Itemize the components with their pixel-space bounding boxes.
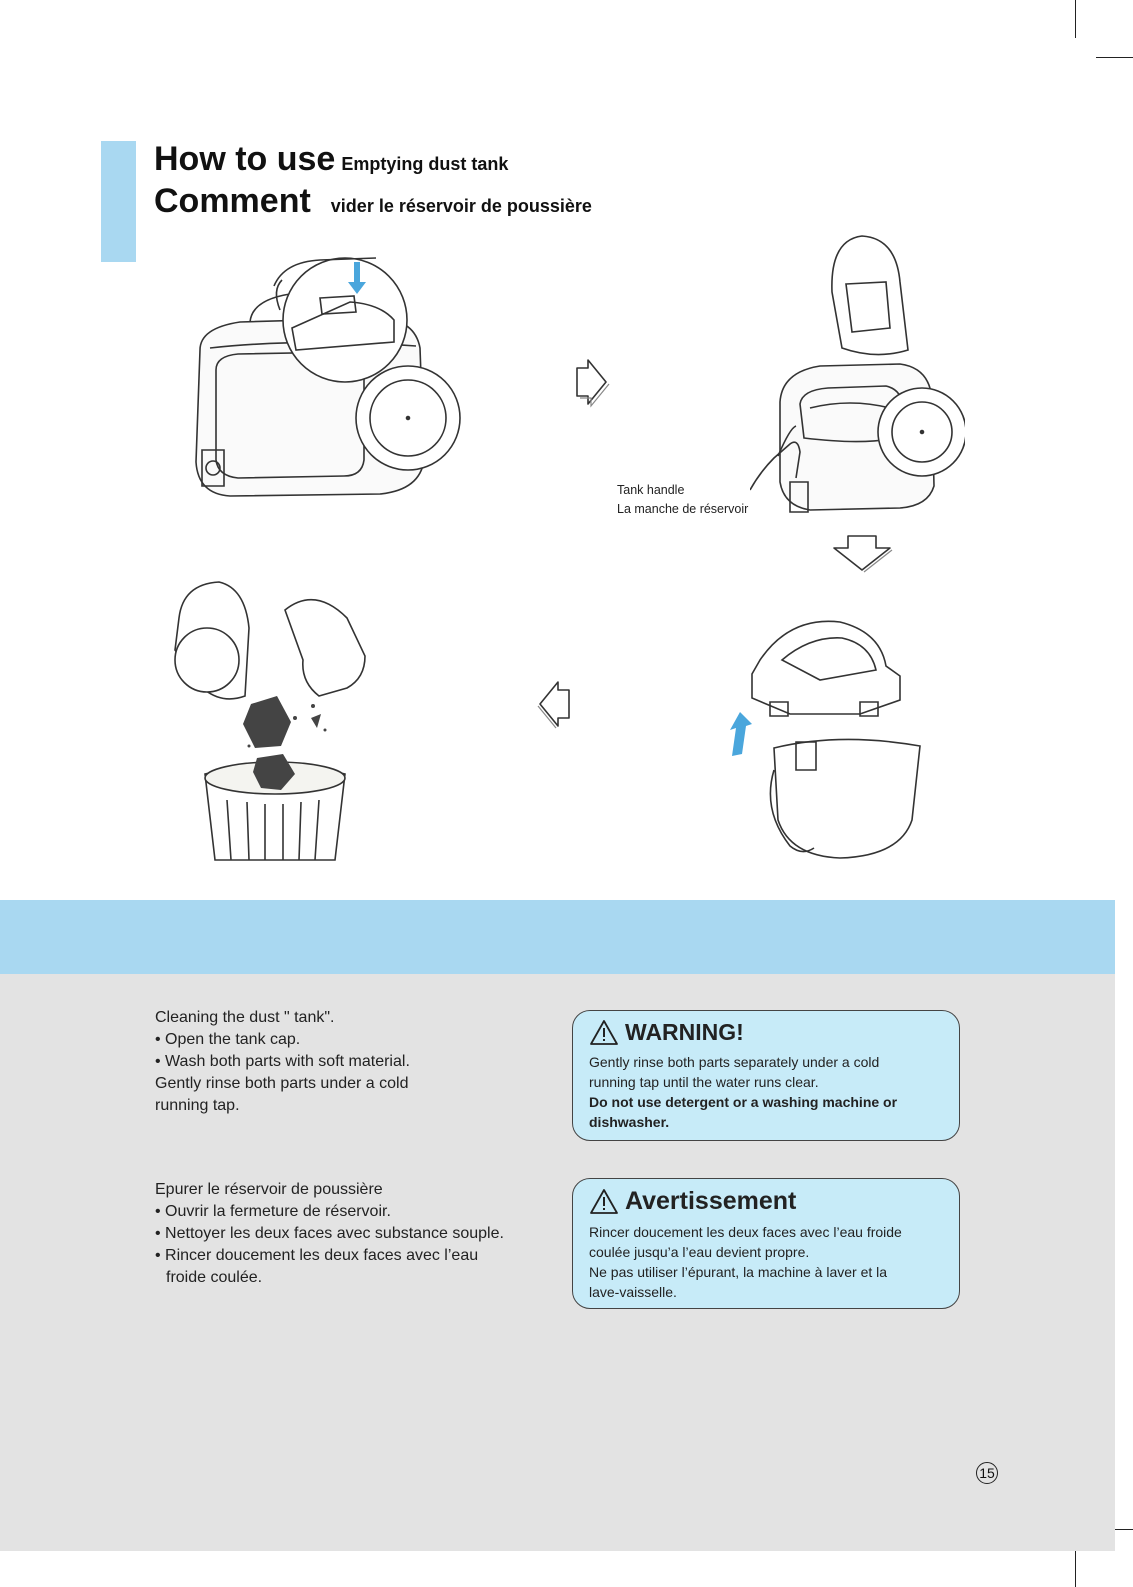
crop-mark	[1096, 57, 1133, 58]
crop-mark	[1102, 1529, 1133, 1530]
emptying-into-bin-illustration	[174, 581, 366, 861]
warning-box-en: WARNING! Gently rinse both parts separat…	[572, 1010, 960, 1141]
warning-line: Ne pas utiliser l’épurant, la machine à …	[589, 1264, 888, 1280]
warning-heading: WARNING!	[589, 1019, 947, 1046]
warning-body: Rincer doucement les deux faces avec l’e…	[589, 1222, 947, 1302]
instruction-line: • Nettoyer les deux faces avec substance…	[155, 1225, 504, 1242]
arrow-left-icon	[537, 681, 570, 729]
section-accent-bar	[101, 141, 136, 262]
section-divider-band	[0, 900, 1115, 974]
warning-triangle-icon	[590, 1020, 618, 1045]
page-title-fr: Comment vider le réservoir de poussière	[154, 182, 592, 221]
instruction-line: running tap.	[155, 1097, 240, 1114]
instruction-line: • Ouvrir la fermeture de réservoir.	[155, 1203, 391, 1220]
warning-title: Avertissement	[625, 1187, 797, 1215]
warning-line-bold: Do not use detergent or a washing machin…	[589, 1094, 898, 1110]
title-fr-sub: vider le réservoir de poussière	[330, 196, 592, 216]
warning-triangle-icon	[590, 1189, 618, 1214]
warning-heading: Avertissement	[589, 1187, 947, 1216]
crop-mark	[1075, 0, 1076, 38]
warning-body: Gently rinse both parts separately under…	[589, 1052, 947, 1132]
caption-en: Tank handle	[617, 483, 685, 497]
crop-mark	[1075, 1546, 1076, 1587]
warning-line: Gently rinse both parts separately under…	[589, 1054, 880, 1070]
vacuum-open-lid-illustration	[750, 235, 965, 513]
title-en-sub: Emptying dust tank	[341, 154, 509, 174]
warning-line: coulée jusqu’a l’eau devient propre.	[589, 1244, 810, 1260]
instruction-line: Epurer le réservoir de poussière	[155, 1181, 383, 1198]
warning-line: running tap until the water runs clear.	[589, 1074, 819, 1090]
warning-title: WARNING!	[625, 1019, 744, 1045]
instructions-en: Cleaning the dust " tank". • Open the ta…	[155, 1007, 410, 1117]
caption-fr: La manche de réservoir	[617, 502, 749, 516]
arrow-right-icon	[576, 359, 610, 408]
instruction-line: froide coulée.	[166, 1269, 263, 1286]
page-number: 15	[976, 1462, 998, 1484]
title-fr-main: Comment	[154, 182, 311, 220]
vacuum-press-button-illustration	[195, 257, 461, 497]
instruction-line: • Open the tank cap.	[155, 1031, 301, 1048]
warning-box-fr: Avertissement Rincer doucement les deux …	[572, 1178, 960, 1309]
warning-line-bold: dishwasher.	[589, 1114, 670, 1130]
instructions-fr: Epurer le réservoir de poussière • Ouvri…	[155, 1179, 504, 1289]
title-en-main: How to use	[154, 140, 336, 178]
instruction-line: • Wash both parts with soft material.	[155, 1053, 410, 1070]
instruction-line: Gently rinse both parts under a cold	[155, 1075, 409, 1092]
tank-handle-caption: Tank handle La manche de réservoir	[617, 481, 748, 519]
instruction-line: • Rincer doucement les deux faces avec l…	[155, 1247, 479, 1264]
tank-separated-parts-illustration	[730, 620, 921, 859]
warning-line: lave-vaisselle.	[589, 1284, 677, 1300]
instruction-line: Cleaning the dust " tank".	[155, 1009, 335, 1026]
warning-line: Rincer doucement les deux faces avec l’e…	[589, 1224, 902, 1240]
arrow-down-icon	[833, 535, 893, 573]
